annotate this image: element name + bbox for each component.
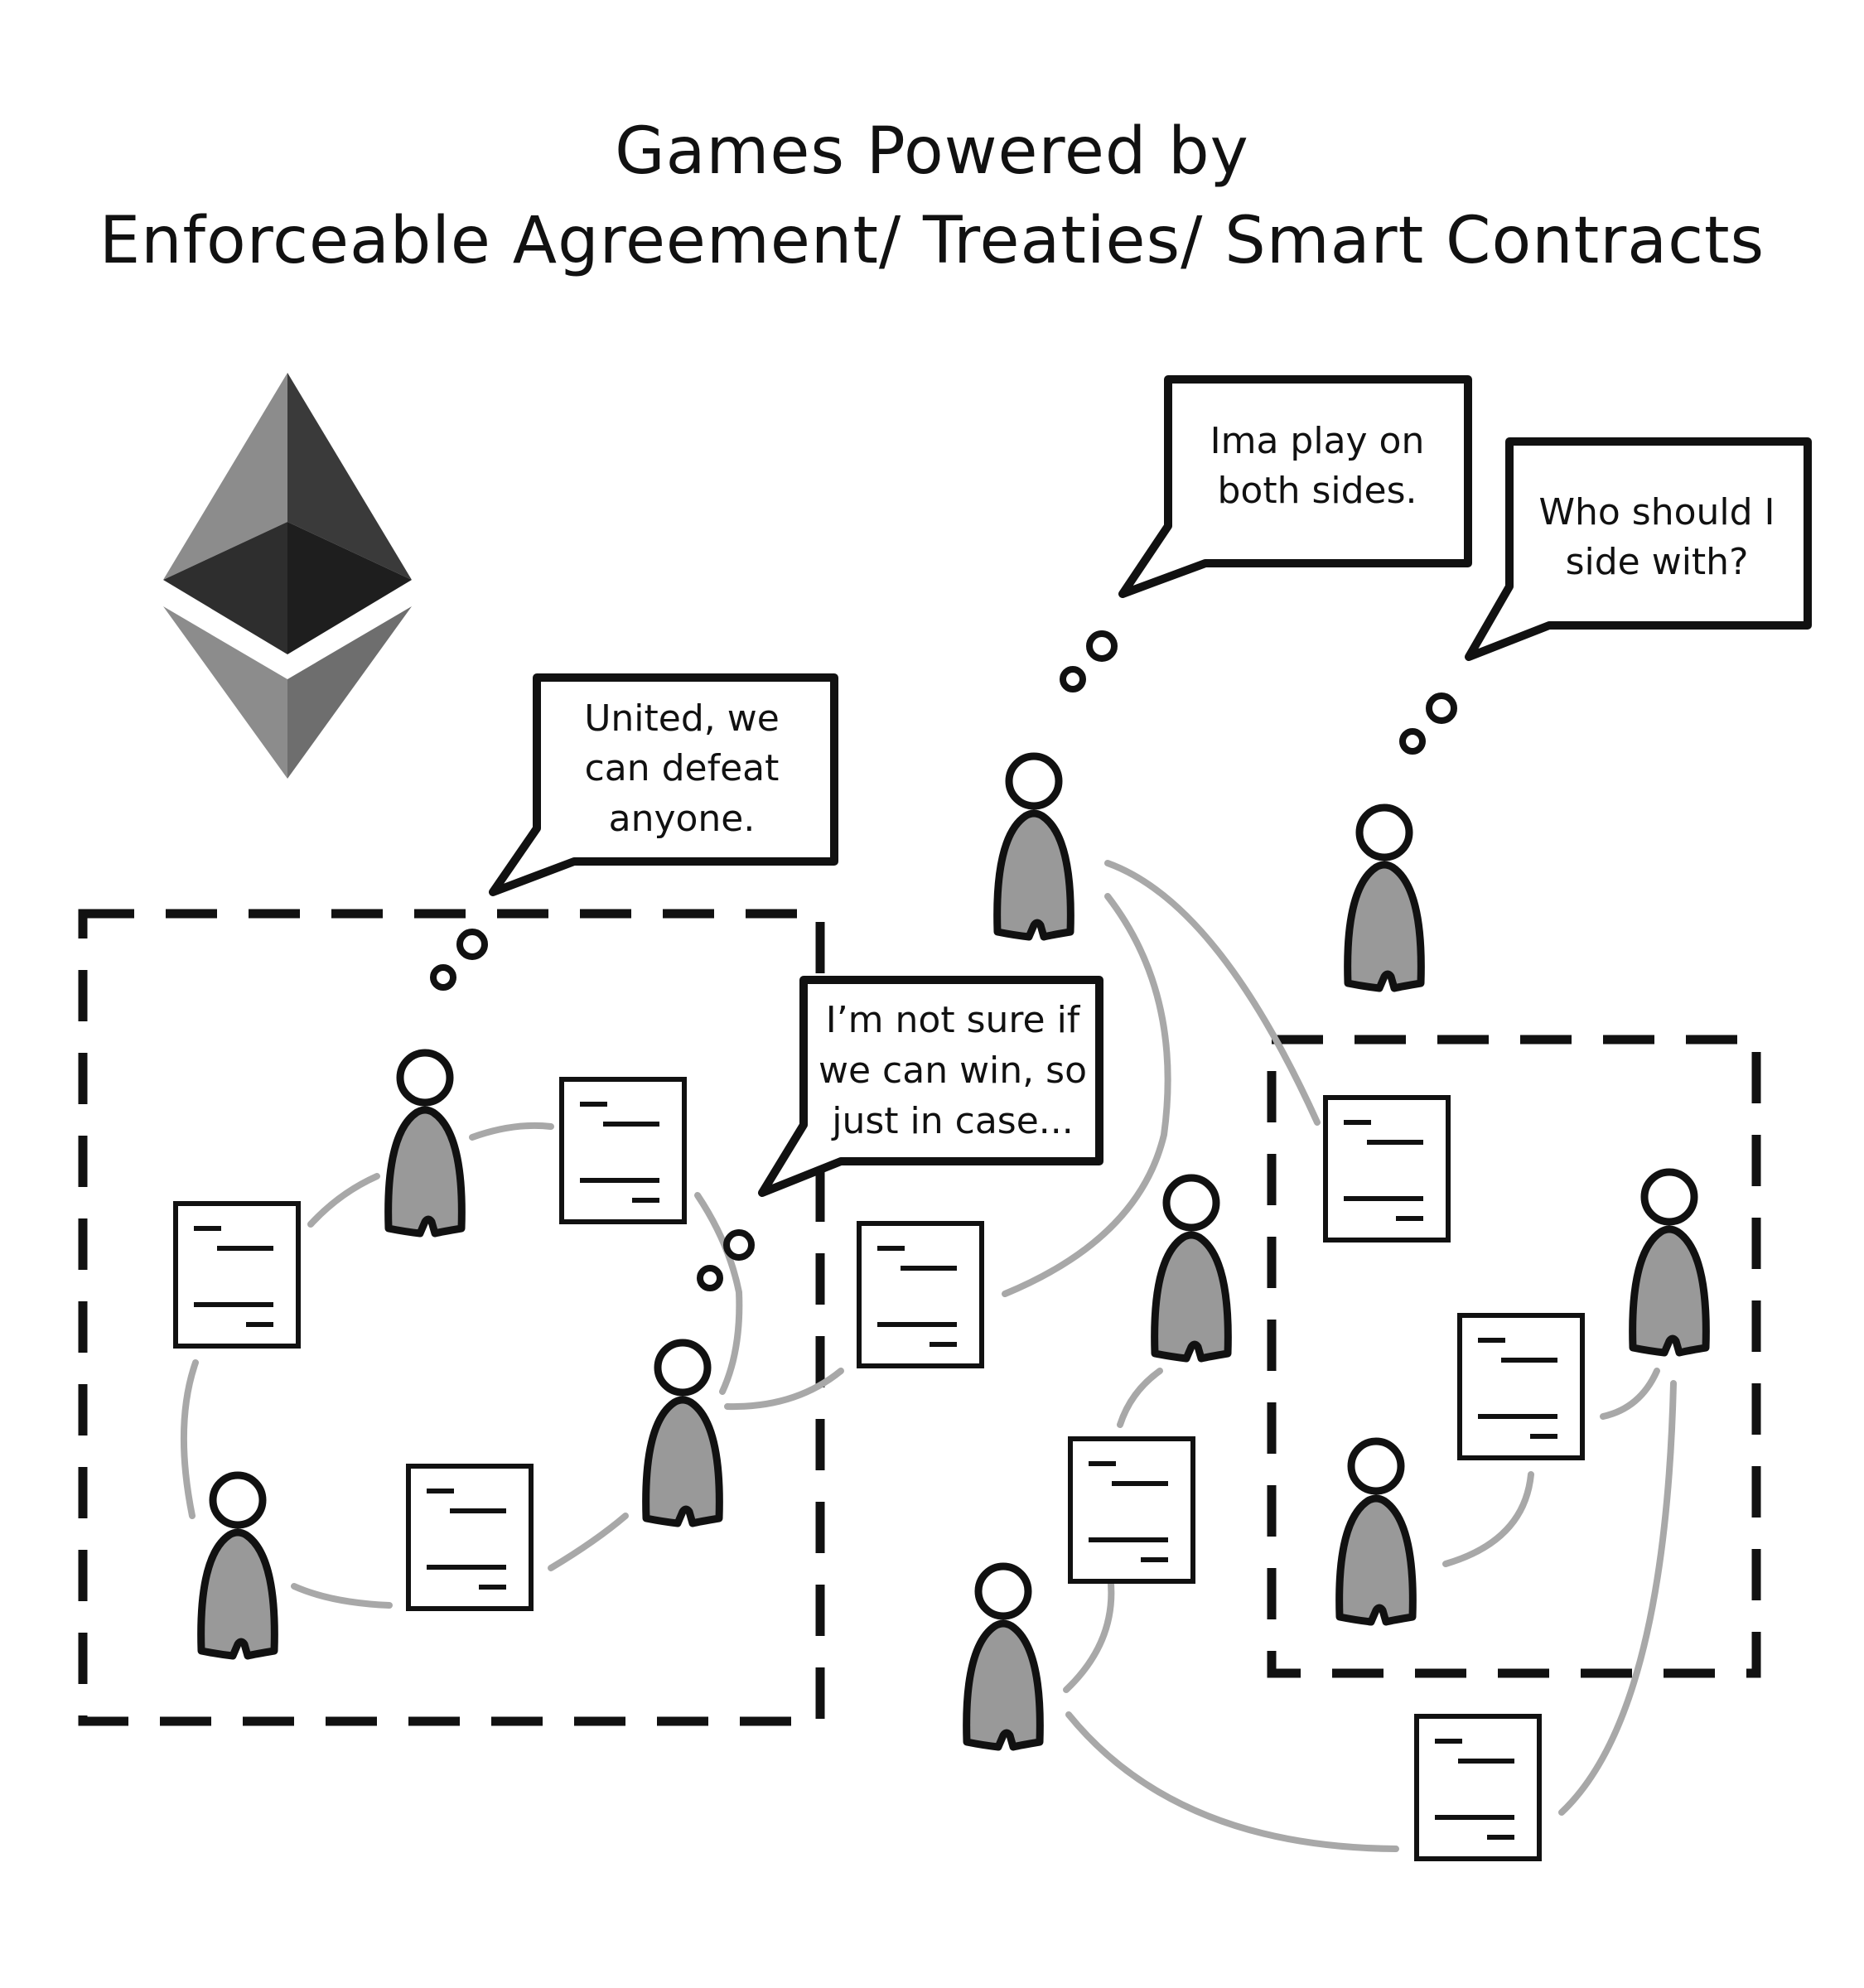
link-bridge bbox=[724, 1368, 844, 1411]
title-line-1: Games Powered by bbox=[615, 114, 1249, 189]
person-icon bbox=[646, 1343, 720, 1523]
bubble-united-line-3: anyone. bbox=[609, 798, 756, 840]
contract-document-icon bbox=[408, 1466, 531, 1609]
bubble-who-side-line-2: side with? bbox=[1566, 541, 1749, 583]
alliance-box-left bbox=[78, 909, 825, 1726]
link-left-ring bbox=[469, 1122, 554, 1141]
link-left-ring bbox=[307, 1173, 380, 1228]
link-top-middle bbox=[1002, 893, 1171, 1297]
contract-document-icon bbox=[859, 1223, 982, 1366]
link-right-box bbox=[1442, 1471, 1534, 1567]
contract-document-icon bbox=[1460, 1315, 1582, 1458]
thought-dots-icon bbox=[433, 932, 485, 987]
thought-dots-icon bbox=[1063, 634, 1114, 689]
person-icon bbox=[1340, 1441, 1413, 1622]
bubble-both-sides-line-1: Ima play on bbox=[1210, 420, 1425, 462]
link-lower-middle bbox=[1063, 1572, 1115, 1693]
person-icon bbox=[967, 1566, 1041, 1747]
contract-document-icon bbox=[1070, 1439, 1193, 1581]
bubble-not-sure-line-2: we can win, so bbox=[819, 1049, 1087, 1092]
title-line-2: Enforceable Agreement/ Treaties/ Smart C… bbox=[99, 204, 1765, 278]
link-top-middle bbox=[1104, 860, 1321, 1126]
person-icon bbox=[1155, 1178, 1229, 1358]
link-left-ring bbox=[180, 1359, 199, 1519]
contract-document-icon bbox=[562, 1079, 684, 1222]
link-lower-middle bbox=[1117, 1368, 1163, 1428]
contract-document-icon bbox=[176, 1204, 298, 1346]
person-icon bbox=[201, 1475, 275, 1656]
link-right-box bbox=[1600, 1368, 1660, 1420]
bubble-both-sides-line-2: both sides. bbox=[1217, 470, 1417, 512]
person-icon bbox=[1633, 1172, 1707, 1353]
bubble-who-side-line-1: Who should I bbox=[1538, 491, 1775, 533]
contract-document-icon bbox=[1417, 1716, 1539, 1859]
speech-bubble-united: United, we can defeat anyone. bbox=[489, 673, 838, 896]
bubble-not-sure-line-3: just in case... bbox=[831, 1100, 1073, 1142]
ethereum-logo-icon bbox=[163, 373, 412, 779]
link-left-ring bbox=[548, 1513, 629, 1571]
speech-bubble-both-sides: Ima play on both sides. bbox=[1118, 375, 1472, 598]
bubble-united-line-2: can defeat bbox=[585, 747, 780, 789]
thought-dots-icon bbox=[700, 1233, 751, 1288]
speech-bubble-who-side: Who should I side with? bbox=[1465, 437, 1812, 661]
person-icon bbox=[997, 756, 1071, 937]
link-bottom bbox=[1558, 1380, 1677, 1816]
link-bottom bbox=[1065, 1711, 1399, 1852]
bubble-not-sure-line-1: I’m not sure if bbox=[826, 999, 1081, 1041]
agreement-links bbox=[180, 860, 1677, 1852]
person-icon bbox=[1348, 808, 1422, 988]
alliance-box-right bbox=[1267, 1035, 1761, 1678]
bubble-united-line-1: United, we bbox=[584, 697, 780, 740]
thought-dots-icon bbox=[1403, 696, 1454, 751]
person-icon bbox=[389, 1053, 462, 1233]
contract-document-icon bbox=[1326, 1098, 1448, 1240]
speech-bubble-not-sure: I’m not sure if we can win, so just in c… bbox=[758, 976, 1103, 1197]
link-left-ring bbox=[291, 1583, 393, 1609]
link-left-ring bbox=[694, 1192, 743, 1395]
